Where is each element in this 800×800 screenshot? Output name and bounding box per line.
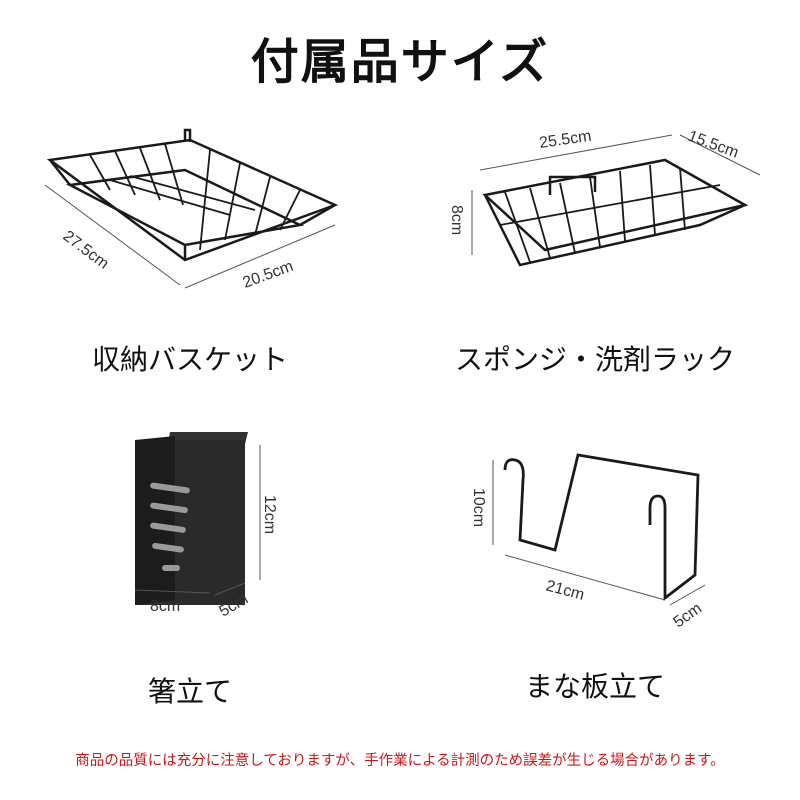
stand-height-label: 10cm	[470, 488, 487, 527]
storage-basket-caption: 収納バスケット	[91, 343, 288, 376]
page-title: 付属品サイズ	[250, 34, 550, 90]
sponge-rack-caption: スポンジ・洗剤ラック	[454, 343, 735, 376]
measurement-disclaimer: 商品の品質には充分に注意しておりますが、手作業による計測のため誤差が生じる場合が…	[75, 753, 725, 769]
cutting-board-stand-caption: まな板立て	[524, 670, 665, 703]
sponge-rack-image	[482, 158, 749, 267]
storage-basket-image	[46, 128, 339, 262]
rack-height-label: 8cm	[448, 205, 465, 235]
holder-width-label: 8cm	[150, 598, 180, 615]
stand-depth-label: 5cm	[671, 600, 706, 631]
cutting-board-stand-image	[503, 453, 700, 601]
rack-width-label: 25.5cm	[538, 128, 592, 152]
rack-depth-label: 15.5cm	[686, 128, 741, 162]
stand-width-label: 21cm	[544, 577, 586, 604]
basket-width-label: 20.5cm	[241, 258, 296, 292]
basket-depth-label: 27.5cm	[60, 228, 112, 273]
holder-height-label: 12cm	[261, 495, 278, 534]
chopstick-holder-image	[135, 432, 248, 605]
chopstick-holder-caption: 箸立て	[147, 675, 232, 708]
